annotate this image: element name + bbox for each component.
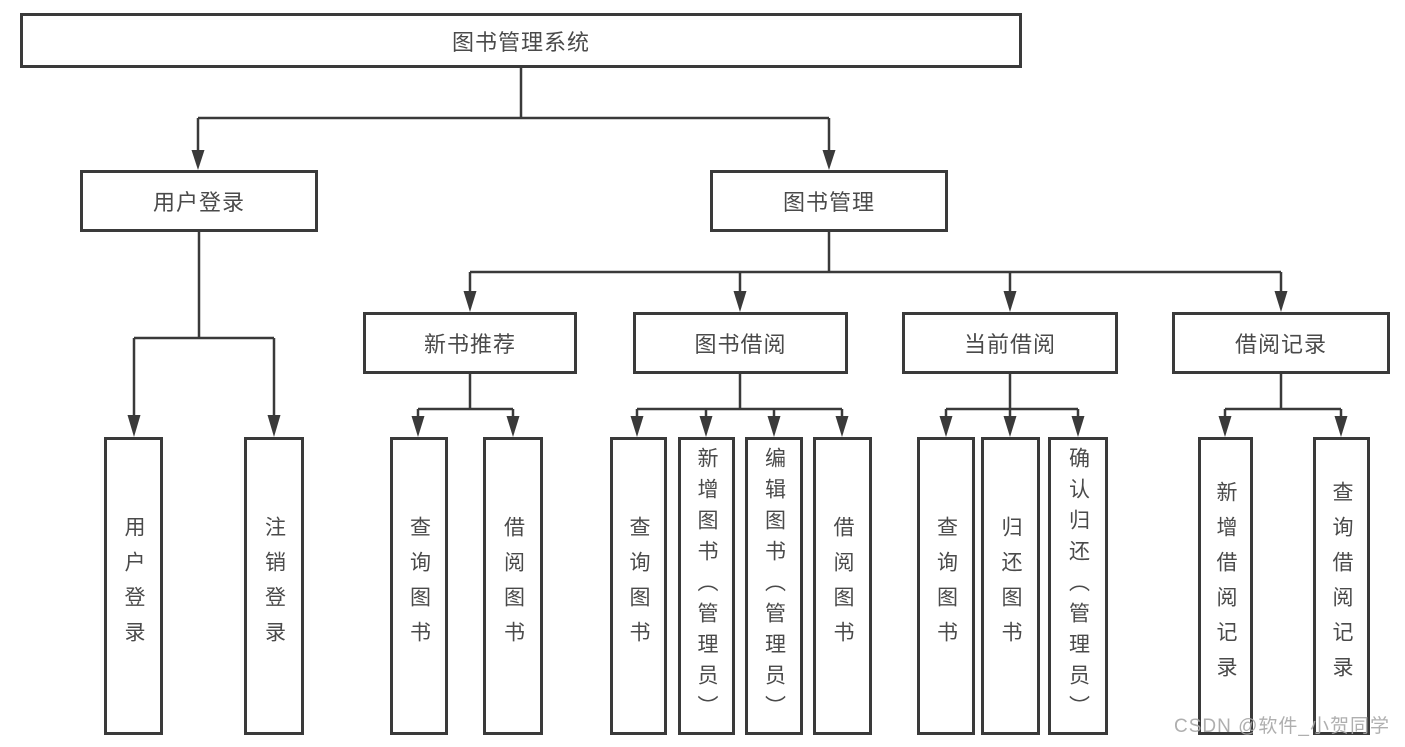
node-user-login: 用户登录 (80, 170, 318, 232)
node-book-management: 图书管理 (710, 170, 948, 232)
leaf-query-borrow-record: 查询借阅记录 (1313, 437, 1370, 735)
leaf-borrow-books: 借阅图书 (813, 437, 872, 735)
leaf-add-books-admin: 新增图书（管理员） (678, 437, 735, 735)
connector-root-to-level2 (196, 68, 831, 152)
connector-records-to-leaves (1223, 374, 1343, 420)
leaf-return-books: 归还图书 (981, 437, 1040, 735)
leaf-borrow-books-recommend: 借阅图书 (483, 437, 543, 735)
node-borrowing-records: 借阅记录 (1172, 312, 1390, 374)
connector-book-mgmt-to-level3 (468, 232, 1283, 294)
leaf-edit-books-admin: 编辑图书（管理员） (745, 437, 803, 735)
leaf-query-books-current: 查询图书 (917, 437, 975, 735)
csdn-watermark: CSDN @软件_小贺同学 (1174, 716, 1390, 737)
connector-user-login-to-leaves (132, 232, 276, 418)
connector-new-book-to-leaves (416, 374, 515, 420)
node-current-borrowing: 当前借阅 (902, 312, 1118, 374)
node-library-management-system: 图书管理系统 (20, 13, 1022, 68)
connector-book-borrow-to-leaves (635, 374, 844, 420)
arrowheads (127, 150, 1348, 437)
node-new-book-recommend: 新书推荐 (363, 312, 577, 374)
connector-current-borrow-to-leaves (944, 374, 1080, 420)
leaf-query-books-recommend: 查询图书 (390, 437, 448, 735)
node-book-borrowing: 图书借阅 (633, 312, 848, 374)
leaf-user-login: 用户登录 (104, 437, 163, 735)
leaf-add-borrow-record: 新增借阅记录 (1198, 437, 1253, 735)
leaf-query-books-borrowing: 查询图书 (610, 437, 667, 735)
leaf-logout: 注销登录 (244, 437, 304, 735)
leaf-confirm-return-admin: 确认归还（管理员） (1048, 437, 1108, 735)
